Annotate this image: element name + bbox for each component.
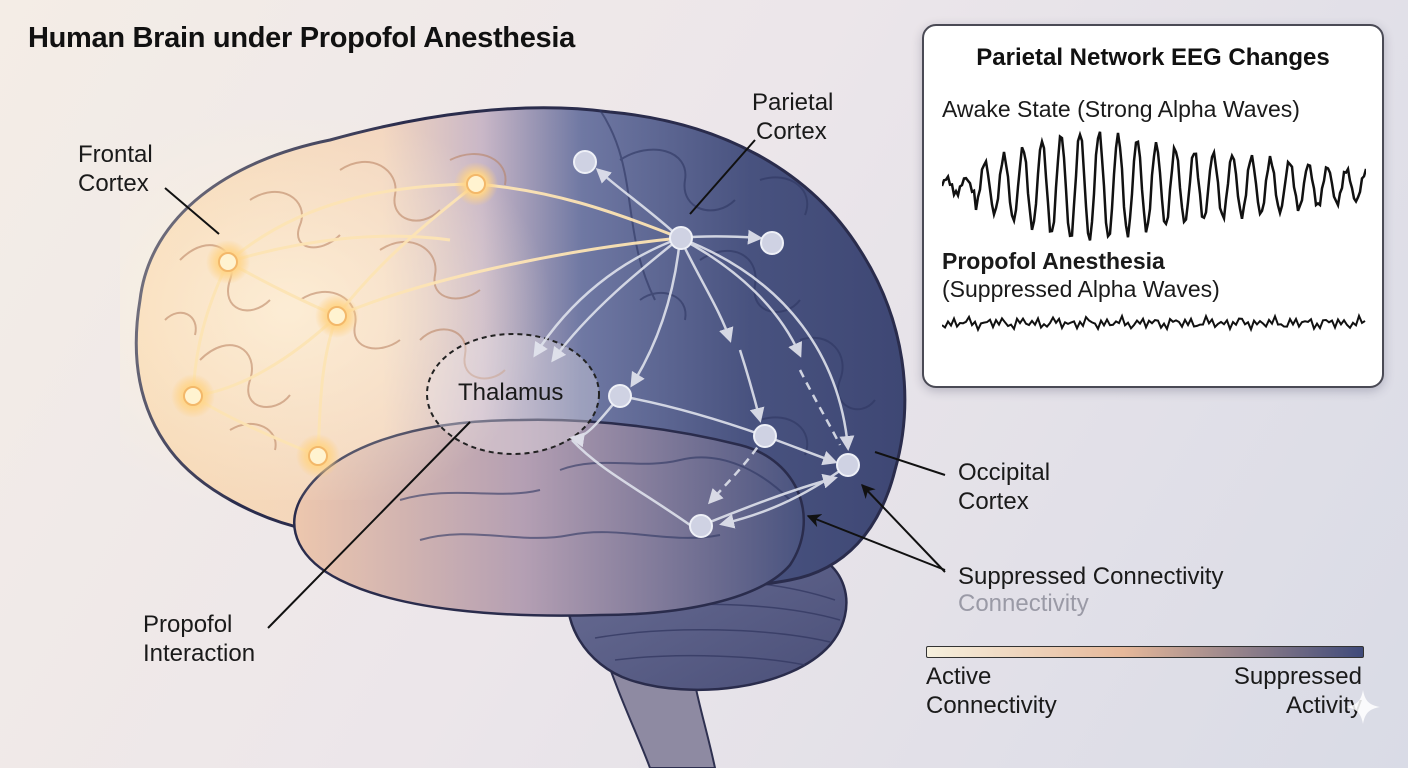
thalamus-label: Thalamus — [458, 379, 564, 406]
legend-right-line2: Activity — [1285, 692, 1362, 719]
parietal-cortex-label: Parietal Cortex — [752, 88, 833, 146]
occipital-label-line2: Cortex — [958, 488, 1029, 515]
parietal-label-line1: Parietal — [752, 89, 834, 116]
occipital-cortex-label: Occipital Cortex — [958, 458, 1050, 516]
eeg-panel-title: Parietal Network EEG Changes — [976, 44, 1330, 71]
suppressed-connectivity-label: Suppressed Connectivity — [958, 563, 1224, 590]
eeg-awake-wave — [942, 130, 1366, 241]
thalamus-region — [426, 333, 600, 455]
posterior-network — [533, 167, 855, 529]
posterior-nodes — [573, 150, 860, 538]
parietal-label-line2: Cortex — [756, 118, 827, 145]
frontal-cortex-label: Frontal Cortex — [78, 140, 153, 198]
legend-suppressed-label: Suppressed Activity — [1234, 662, 1362, 720]
propofol-label-line2: Interaction — [143, 640, 256, 667]
connectivity-echo-label: Connectivity — [958, 590, 1089, 617]
sparkle-icon — [1346, 690, 1380, 724]
eeg-panel: Parietal Network EEG Changes Awake State… — [922, 24, 1384, 388]
eeg-propofol-subtitle: (Suppressed Alpha Waves) — [942, 276, 1220, 302]
legend-left-line1: Active — [926, 663, 992, 690]
legend-left-line2: Connectivity — [926, 692, 1057, 719]
diagram-title: Human Brain under Propofol Anesthesia — [28, 22, 575, 54]
eeg-awake-label: Awake State (Strong Alpha Waves) — [942, 96, 1300, 122]
occipital-label-line1: Occipital — [958, 459, 1051, 486]
propofol-interaction-label: Propofol Interaction — [143, 610, 255, 668]
eeg-propofol-wave — [942, 313, 1366, 333]
frontal-label-line1: Frontal — [78, 141, 153, 168]
frontal-nodes — [171, 162, 498, 478]
leader-lines — [164, 139, 946, 629]
eeg-propofol-title: Propofol Anesthesia — [942, 248, 1165, 274]
legend-active-label: Active Connectivity — [926, 662, 1057, 720]
connectivity-legend-bar — [926, 646, 1364, 658]
legend-right-line1: Suppressed — [1233, 663, 1362, 690]
frontal-label-line2: Cortex — [78, 170, 149, 197]
propofol-label-line1: Propofol — [143, 611, 233, 638]
